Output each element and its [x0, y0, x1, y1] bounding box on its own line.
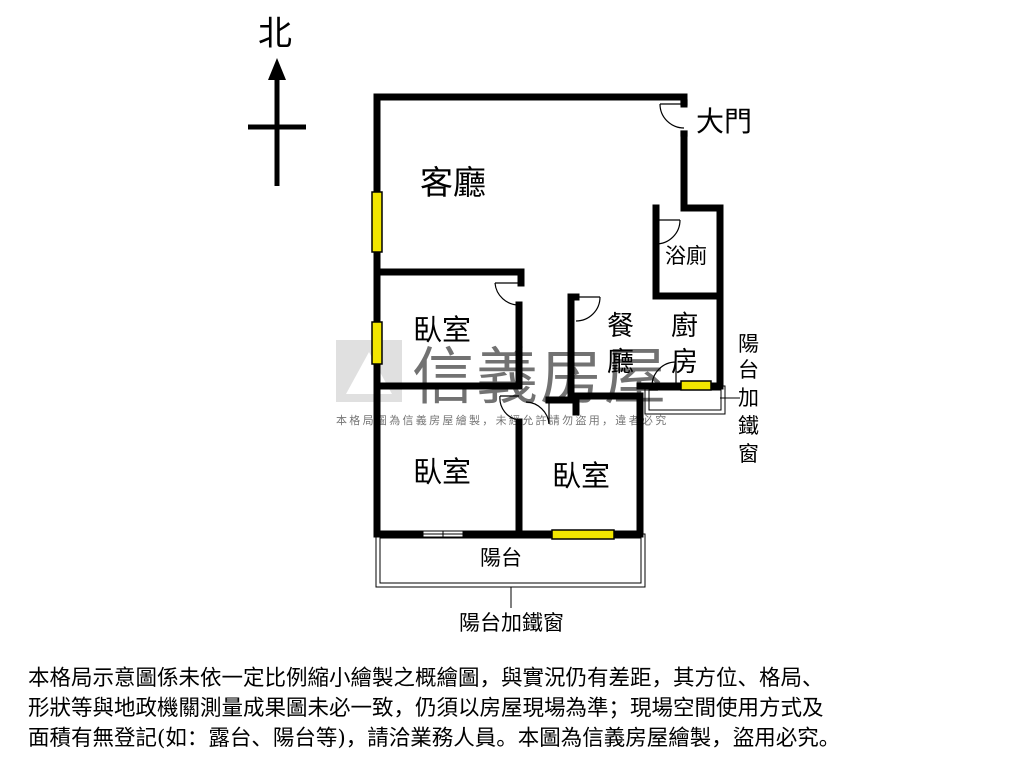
- watermark: 信義房屋 本格局圖為信義房屋繪製，未經允許請勿盜用，違者必究: [336, 340, 669, 427]
- window-kitchen: [680, 380, 712, 391]
- window-west-living: [371, 191, 383, 253]
- bedroom1-door-swing: [494, 282, 520, 306]
- room-kitchen-1: 廚: [671, 311, 698, 342]
- balcony-iron-window-label-3: 加: [738, 386, 759, 410]
- disclaimer: 本格局示意圖係未依一定比例縮小繪製之概繪圖，與實況仍有差距，其方位、格局、 形狀…: [28, 664, 1003, 754]
- disclaimer-line-3: 面積有無登記(如：露台、陽台等)，請洽業務人員。本圖為信義房屋繪製，盜用必究。: [28, 726, 841, 751]
- bath-door-swing: [655, 219, 681, 245]
- room-bath: 浴廁: [665, 244, 707, 268]
- bedroom3-door-swing: [525, 400, 550, 425]
- watermark-brand: 信義房屋: [412, 340, 668, 413]
- room-bedroom-3: 臥室: [552, 459, 610, 493]
- bedroom2-door-swing: [499, 395, 520, 421]
- main-door-label: 大門: [696, 105, 752, 138]
- disclaimer-line-1: 本格局示意圖係未依一定比例縮小繪製之概繪圖，與實況仍有差距，其方位、格局、: [28, 666, 824, 691]
- balcony-iron-window-label-1: 陽: [738, 332, 759, 356]
- watermark-note: 本格局圖為信義房屋繪製，未經允許請勿盜用，違者必究: [336, 413, 669, 427]
- balcony-iron-window-label-5: 窗: [738, 442, 759, 466]
- room-dining-2: 廳: [607, 347, 634, 378]
- balcony-iron-window-label-2: 台: [738, 358, 759, 382]
- room-bedroom-1: 臥室: [413, 313, 471, 347]
- disclaimer-line-2: 形狀等與地政機關測量成果圖未必一致，仍須以房屋現場為準；現場空間使用方式及: [28, 696, 824, 721]
- kitchen-door-swing: [651, 361, 677, 387]
- window-south-bedroom: [551, 529, 615, 540]
- north-label: 北: [258, 14, 292, 54]
- room-dining-1: 餐: [607, 311, 634, 342]
- dining-door-swing: [575, 296, 601, 322]
- room-bedroom-2: 臥室: [413, 455, 471, 489]
- room-balcony: 陽台: [480, 546, 522, 570]
- balcony-iron-window-bottom-label: 陽台加鐵窗: [459, 611, 564, 635]
- main-door-swing: [659, 99, 688, 137]
- balcony-iron-window-label-4: 鐵: [738, 414, 759, 438]
- sliding-door: [419, 530, 467, 538]
- leader-lines: [510, 397, 740, 608]
- watermark-logo-icon: [336, 340, 402, 402]
- windows: [371, 191, 712, 540]
- north-arrow-icon: [248, 58, 306, 186]
- door-swings: [494, 99, 688, 425]
- room-living: 客廳: [420, 163, 486, 202]
- room-kitchen-2: 房: [671, 347, 698, 378]
- window-west-bedroom: [371, 321, 383, 365]
